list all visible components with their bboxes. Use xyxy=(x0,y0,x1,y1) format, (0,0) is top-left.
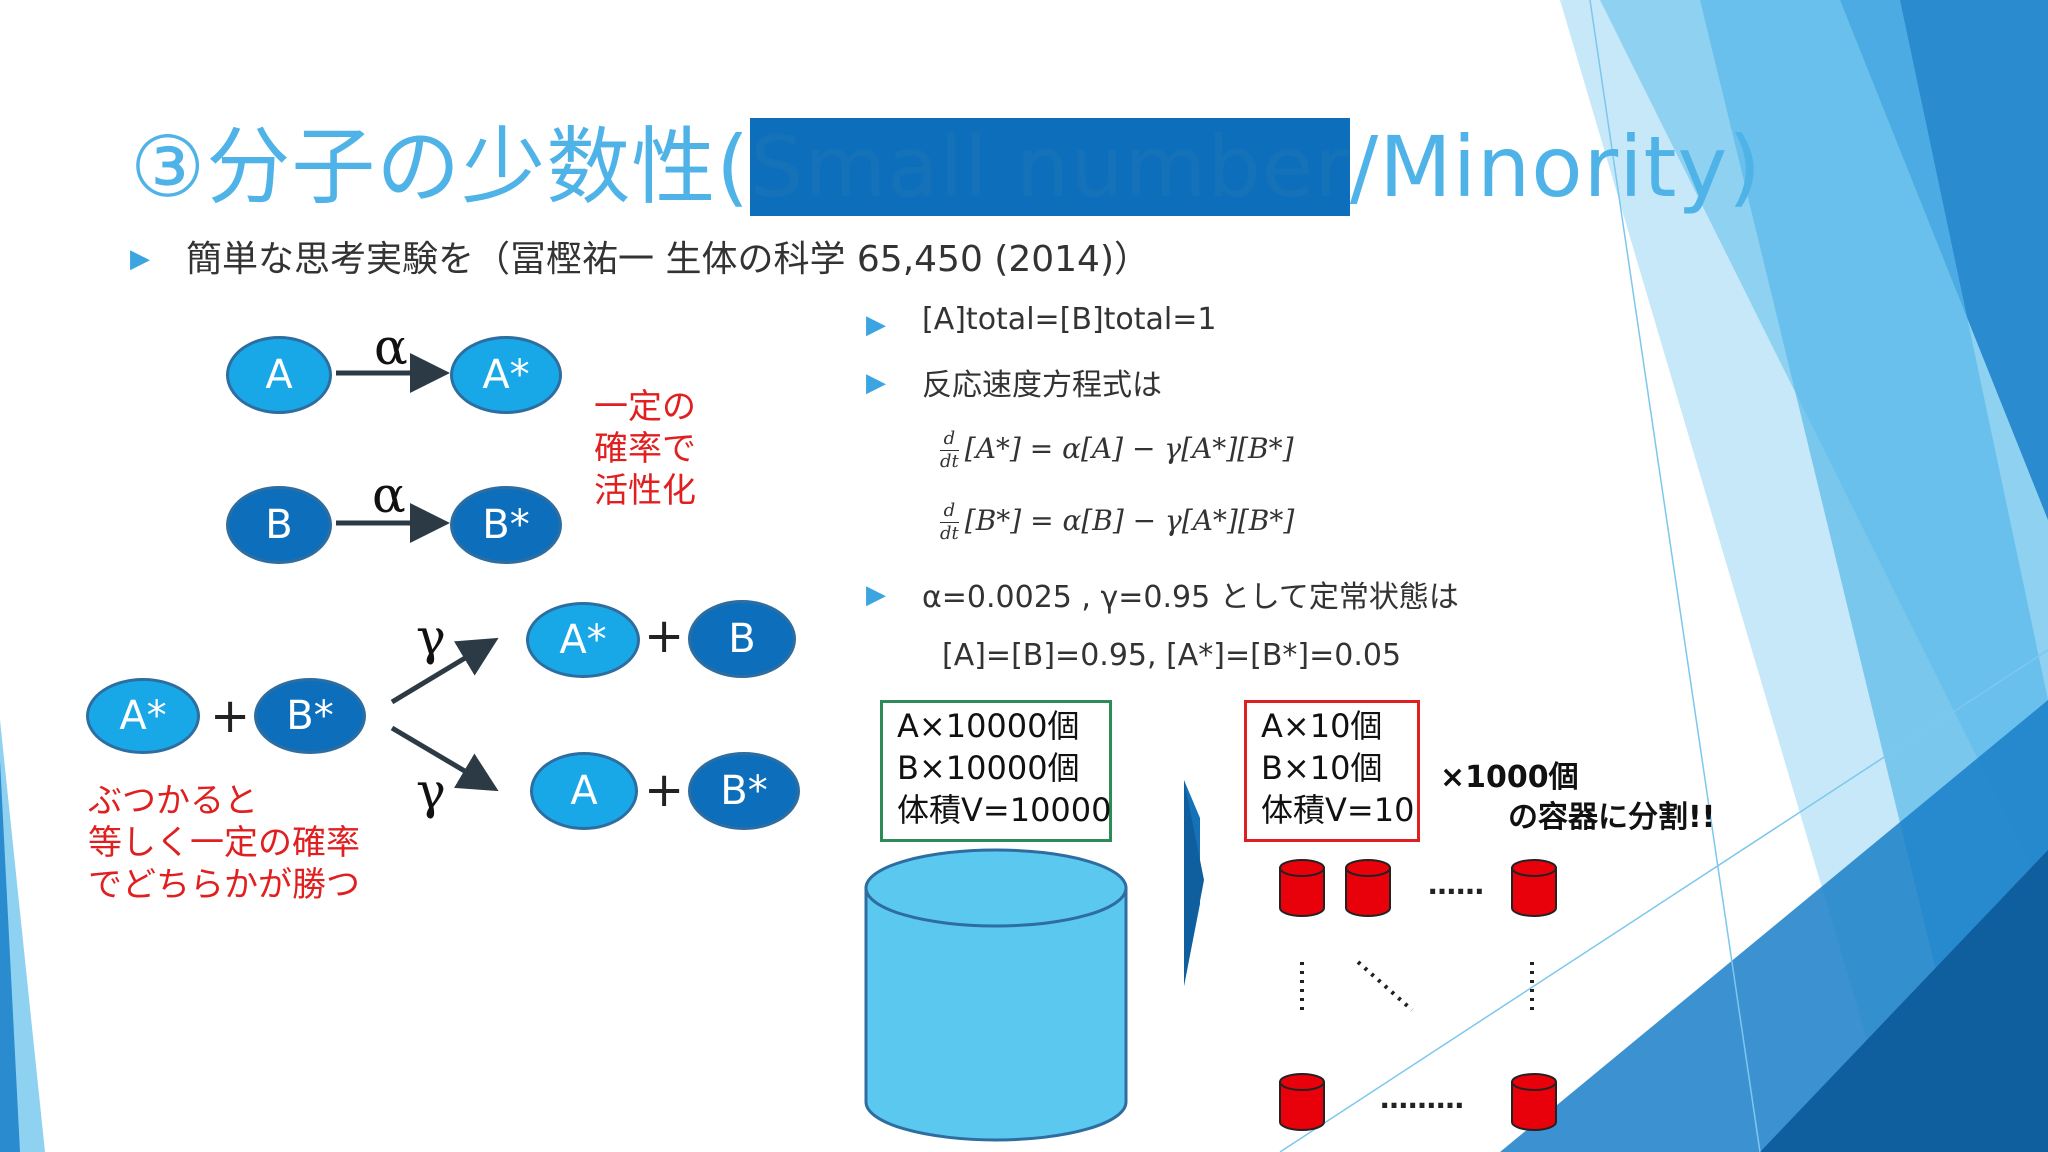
node-a-star-product: A* xyxy=(526,602,640,678)
bg-line-1 xyxy=(1589,0,1761,1152)
large-cylinder xyxy=(864,848,1128,1142)
fraction-num: d xyxy=(940,428,959,451)
gamma-label-1: γ xyxy=(416,608,446,666)
small-container-5 xyxy=(1511,1073,1557,1131)
large-container-box: A×10000個 B×10000個 体積V=10000 xyxy=(880,700,1112,842)
page-title: ③分子の少数性(Small number/Minority) xyxy=(130,100,1762,221)
title-part-2: Small number xyxy=(750,118,1350,216)
alpha-label-1: α xyxy=(374,318,408,376)
split-note-line-1: ×1000個 xyxy=(1440,760,1579,795)
bullet-total: [A]total=[B]total=1 xyxy=(922,302,1217,337)
node-b-star-product: B* xyxy=(688,752,800,830)
node-b: B xyxy=(226,486,332,564)
bullet-steady-state: α=0.0025 , γ=0.95 として定常状態は xyxy=(922,580,1459,615)
steady-state-values: [A]=[B]=0.95, [A*]=[B*]=0.05 xyxy=(942,638,1402,673)
large-box-line-2: B×10000個 xyxy=(897,749,1080,787)
bullet-icon: ▶ xyxy=(866,368,886,398)
small-container-3 xyxy=(1511,859,1557,917)
small-box-line-2: B×10個 xyxy=(1261,749,1383,787)
activation-note: 一定の 確率で 活性化 xyxy=(594,387,696,511)
title-part-3: /Minority) xyxy=(1349,118,1762,216)
fraction-den: dt xyxy=(940,523,959,544)
small-box-line-1: A×10個 xyxy=(1261,707,1383,745)
dots-diagonal xyxy=(1356,960,1414,1012)
alpha-label-2: α xyxy=(372,466,406,524)
equation-2-text: [B*] = α[B] − γ[A*][B*] xyxy=(964,504,1295,537)
split-arrow xyxy=(1184,780,1204,986)
collision-note: ぶつかると 等しく一定の確率 でどちらかが勝つ xyxy=(88,781,360,905)
large-box-line-1: A×10000個 xyxy=(897,707,1080,745)
dots-row-2: ……… xyxy=(1380,1082,1464,1115)
large-box-line-3: 体積V=10000 xyxy=(897,791,1112,829)
bullet-icon: ▶ xyxy=(866,310,886,340)
bg-shape-6 xyxy=(1760,850,2048,1152)
node-b-star: B* xyxy=(450,486,562,564)
node-b-star-reactant: B* xyxy=(254,678,366,754)
bullet-icon: ▶ xyxy=(130,244,150,274)
plus-sign-1: + xyxy=(210,688,251,744)
node-b-product: B xyxy=(688,600,796,678)
bg-line-2 xyxy=(1279,649,2048,1152)
equation-1-text: [A*] = α[A] − γ[A*][B*] xyxy=(964,432,1294,465)
arrow-gamma-down xyxy=(390,725,499,792)
bg-shape-9 xyxy=(0,760,20,1152)
node-a-star: A* xyxy=(450,336,562,414)
node-a: A xyxy=(226,336,332,414)
node-a-star-reactant: A* xyxy=(86,678,200,754)
small-container-1 xyxy=(1279,859,1325,917)
plus-sign-3: + xyxy=(644,762,685,818)
fraction-num: d xyxy=(940,500,959,523)
dots-row-1: …… xyxy=(1428,868,1484,901)
small-container-4 xyxy=(1279,1073,1325,1131)
split-note-line-2: の容器に分割!! xyxy=(1508,800,1716,835)
fraction-den: dt xyxy=(940,451,959,472)
small-box-line-3: 体積V=10 xyxy=(1261,791,1415,829)
bullet-icon: ▶ xyxy=(866,580,886,610)
small-container-2 xyxy=(1345,859,1391,917)
bullet-rate-equations: 反応速度方程式は xyxy=(922,368,1162,403)
title-part-1: ③分子の少数性( xyxy=(130,118,751,216)
plus-sign-2: + xyxy=(644,608,685,664)
gamma-label-2: γ xyxy=(416,762,446,820)
node-a-product: A xyxy=(530,752,638,830)
intro-text: 簡単な思考実験を（冨樫祐一 生体の科学 65,450 (2014)） xyxy=(186,239,1151,280)
small-container-box: A×10個 B×10個 体積V=10 xyxy=(1244,700,1420,842)
bg-shape-7 xyxy=(0,0,90,520)
arrow-gamma-up xyxy=(390,637,499,705)
